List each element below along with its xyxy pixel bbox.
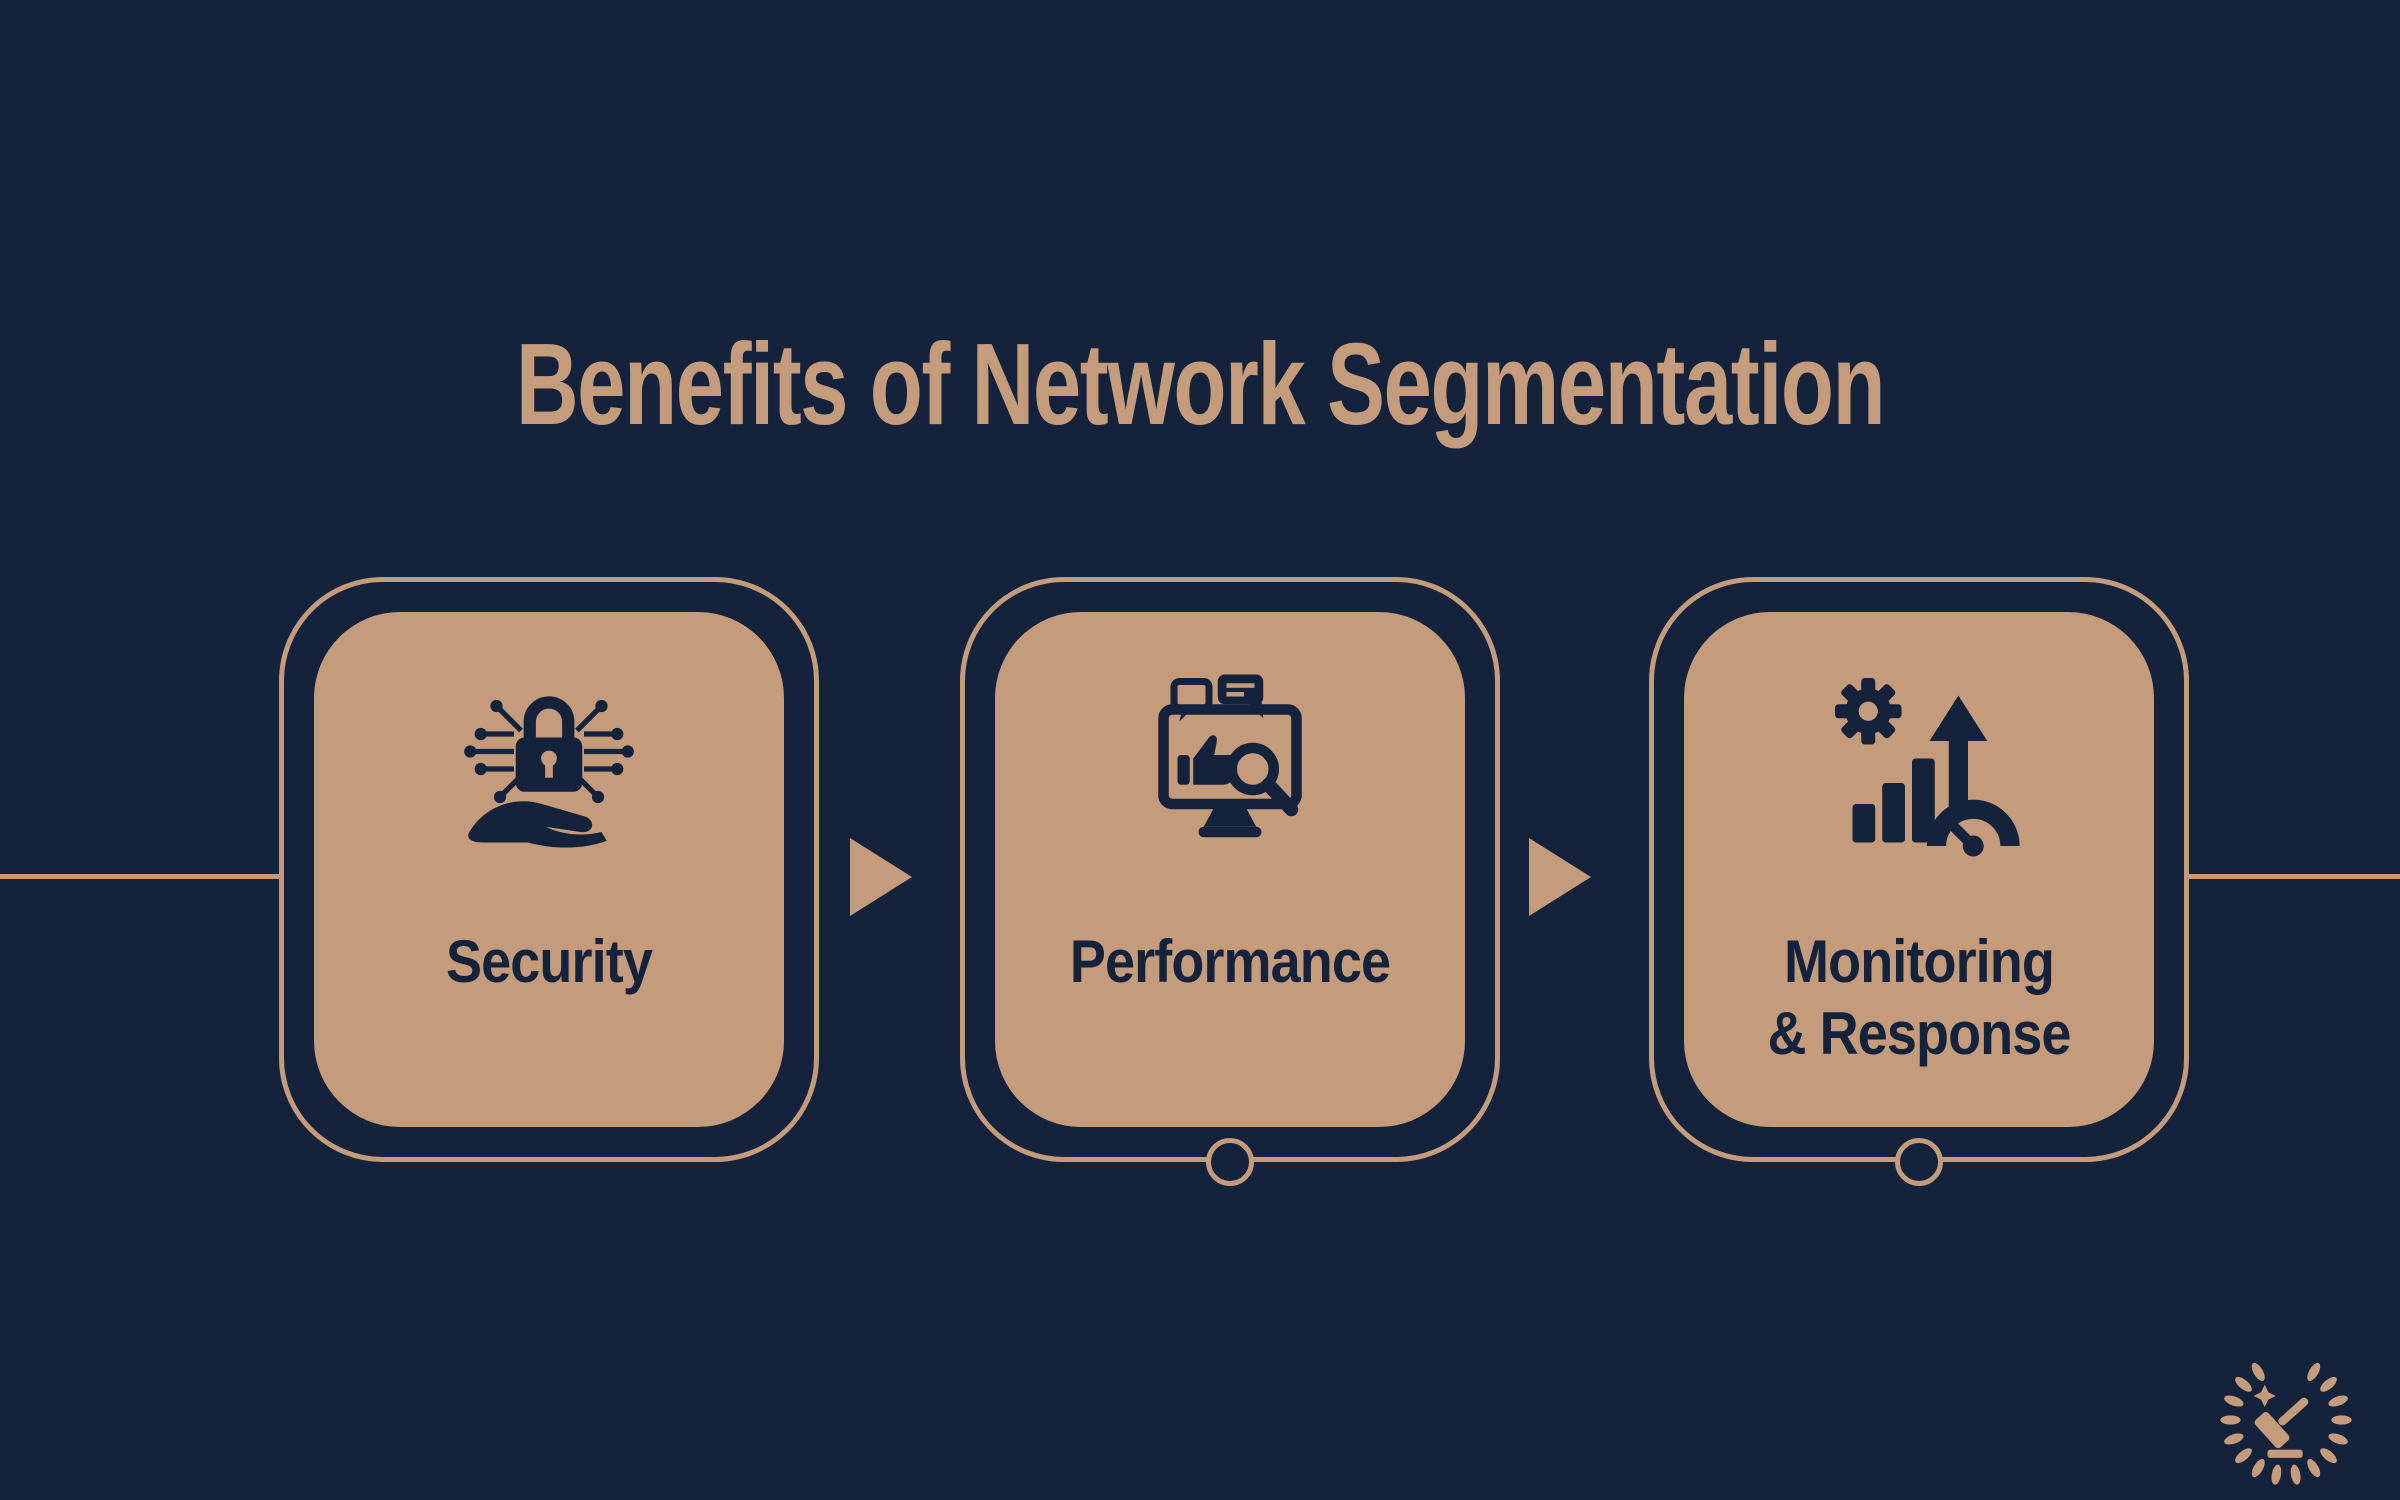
card-label-performance: Performance bbox=[1069, 928, 1391, 995]
connector-node-performance bbox=[1206, 1138, 1254, 1186]
card-performance: Performance bbox=[995, 612, 1465, 1127]
card-monitoring: Monitoring & Response bbox=[1684, 612, 2154, 1127]
connector-line-left bbox=[0, 874, 282, 879]
card-label-security: Security bbox=[446, 928, 653, 995]
arrow-right-icon bbox=[1529, 838, 1591, 916]
laurel-wreath-gavel-logo bbox=[2212, 1346, 2360, 1494]
monitoring-analytics-gauge-icon bbox=[1814, 664, 2024, 874]
card-outline-security bbox=[279, 577, 819, 1162]
security-lock-circuit-hand-icon bbox=[444, 664, 654, 874]
connector-line-right bbox=[2187, 874, 2400, 879]
card-label-monitoring: Monitoring & Response bbox=[1767, 928, 2071, 1067]
card-security: Security bbox=[314, 612, 784, 1127]
performance-monitor-feedback-icon bbox=[1125, 664, 1335, 874]
arrow-right-icon bbox=[850, 838, 912, 916]
connector-node-monitoring bbox=[1895, 1138, 1943, 1186]
page-title: Benefits of Network Segmentation bbox=[515, 319, 1886, 449]
